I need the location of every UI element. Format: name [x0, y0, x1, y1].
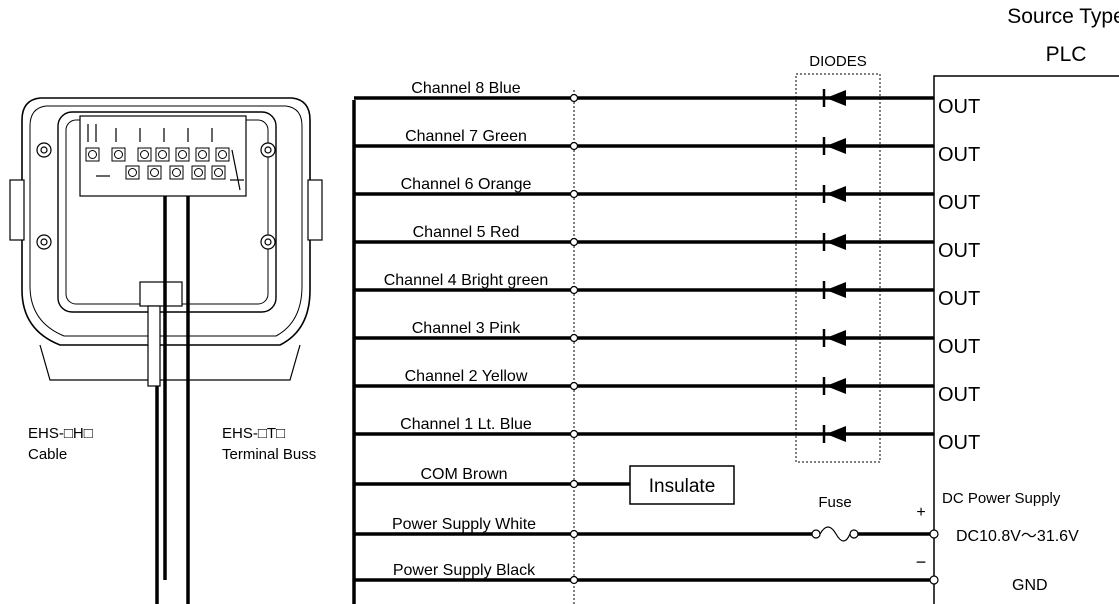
terminal-screws: [85, 147, 230, 180]
plc-outline: [933, 75, 1119, 604]
cable-label: Cable: [28, 446, 67, 463]
diode-icon: [826, 138, 846, 154]
fuse-symbol: [811, 526, 859, 542]
minus-sign: −: [916, 552, 927, 572]
terminal-point: [569, 93, 579, 103]
terminal-point: [569, 237, 579, 247]
diode-icon: [826, 186, 846, 202]
channel-label: Channel 5 Red: [413, 224, 520, 241]
plc-out-label: OUT: [938, 144, 980, 166]
plc-out-label: OUT: [938, 432, 980, 454]
dc-supply-title: DC Power Supply: [942, 490, 1061, 507]
insulate-box: [629, 465, 735, 505]
gnd-label: GND: [1012, 577, 1048, 594]
channel-label: Channel 7 Green: [405, 128, 527, 145]
plc-out-label: OUT: [938, 336, 980, 358]
cable-model-label: EHS-□H□: [28, 425, 93, 442]
com-row: COM Brown Insulate: [354, 465, 735, 505]
terminal-point: [569, 141, 579, 151]
channel-label: Channel 1 Lt. Blue: [400, 416, 532, 433]
terminal-label: Terminal Buss: [222, 446, 316, 463]
diode-icon: [826, 90, 846, 106]
terminal-point: [569, 285, 579, 295]
plc-label: PLC: [1046, 43, 1087, 66]
power-black-row: Power Supply Black −: [354, 552, 939, 585]
diode-icon: [826, 378, 846, 394]
diode-icon: [826, 234, 846, 250]
channel-label: Channel 4 Bright green: [384, 272, 549, 289]
plc-out-label: OUT: [938, 240, 980, 262]
plc-out-label: OUT: [938, 384, 980, 406]
diode-icon: [826, 282, 846, 298]
power-black-label: Power Supply Black: [393, 562, 536, 579]
terminal-point: [569, 333, 579, 343]
diodes-box: [795, 73, 881, 463]
plc-out-label: OUT: [938, 96, 980, 118]
plc-type-label: Source Type: [1007, 5, 1119, 28]
channel-label: Channel 2 Yellow: [405, 368, 528, 385]
power-white-label: Power Supply White: [392, 516, 536, 533]
power-white-row: Power Supply White Fuse +: [354, 494, 939, 542]
insulate-label: Insulate: [649, 476, 716, 497]
dc-supply-voltage: DC10.8V～31.6V: [956, 528, 1079, 545]
terminal-model-label: EHS-□T□: [222, 425, 285, 442]
channel-label: Channel 8 Blue: [411, 80, 521, 97]
plc-out-label: OUT: [938, 192, 980, 214]
fuse-label: Fuse: [818, 494, 851, 511]
corner-screws: [36, 142, 276, 250]
device-illustration: [9, 97, 323, 387]
terminal-point: [569, 381, 579, 391]
diode-icon: [826, 330, 846, 346]
device-bus-wires: [155, 100, 356, 604]
diodes-label: DIODES: [809, 53, 867, 70]
terminal-point: [569, 189, 579, 199]
com-label: COM Brown: [420, 466, 507, 483]
channel-label: Channel 3 Pink: [412, 320, 522, 337]
channel-label: Channel 6 Orange: [401, 176, 532, 193]
plc-out-label: OUT: [938, 288, 980, 310]
terminal-point: [569, 429, 579, 439]
diode-icon: [826, 426, 846, 442]
plus-sign: +: [916, 504, 925, 521]
